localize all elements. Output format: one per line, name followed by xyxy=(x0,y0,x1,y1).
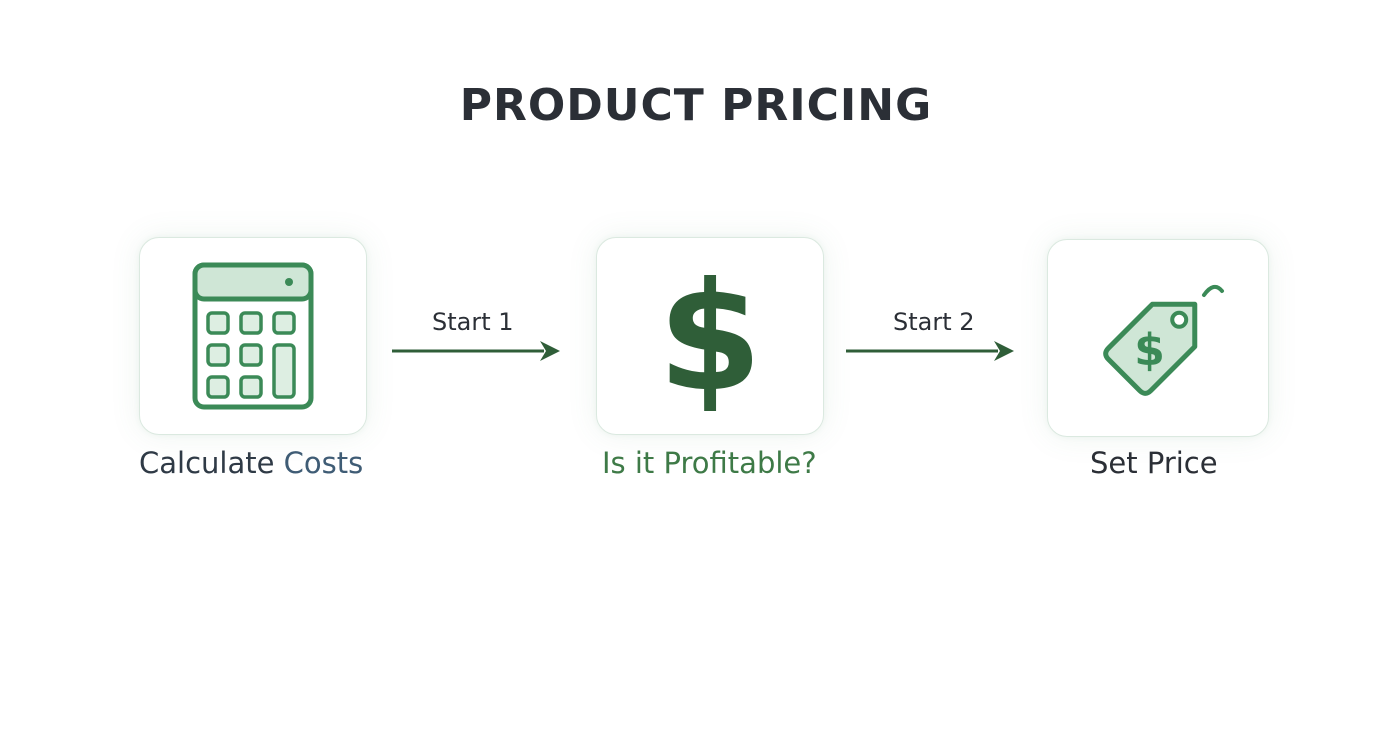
right-arrow-icon xyxy=(392,341,560,361)
step-label-is-it-profitable: Is it Profitable? xyxy=(602,446,817,480)
diagram-title: PRODUCT PRICING xyxy=(459,80,933,131)
flow-arrow-2: Start 2 xyxy=(846,308,1018,368)
step-label-set-price: Set Price xyxy=(1090,446,1218,480)
step-label-calculate-costs: Calculate Costs xyxy=(139,446,363,480)
step-profitable-card: $ xyxy=(596,237,824,435)
dollar-sign-icon: $ xyxy=(658,261,762,411)
flow-arrow-1: Start 1 xyxy=(392,308,564,368)
svg-text:$: $ xyxy=(658,261,762,411)
step-label-part-costs: Costs xyxy=(283,446,364,480)
right-arrow-icon xyxy=(846,341,1014,361)
svg-text:$: $ xyxy=(1134,324,1165,375)
step-set-price-card: $ xyxy=(1047,239,1269,437)
arrow-label-start-2: Start 2 xyxy=(893,308,975,336)
step-calculate-costs-card xyxy=(139,237,367,435)
step-label-part-calculate: Calculate xyxy=(139,446,284,480)
calculator-icon xyxy=(192,262,314,410)
arrow-label-start-1: Start 1 xyxy=(432,308,514,336)
price-tag-icon: $ xyxy=(1103,284,1224,396)
